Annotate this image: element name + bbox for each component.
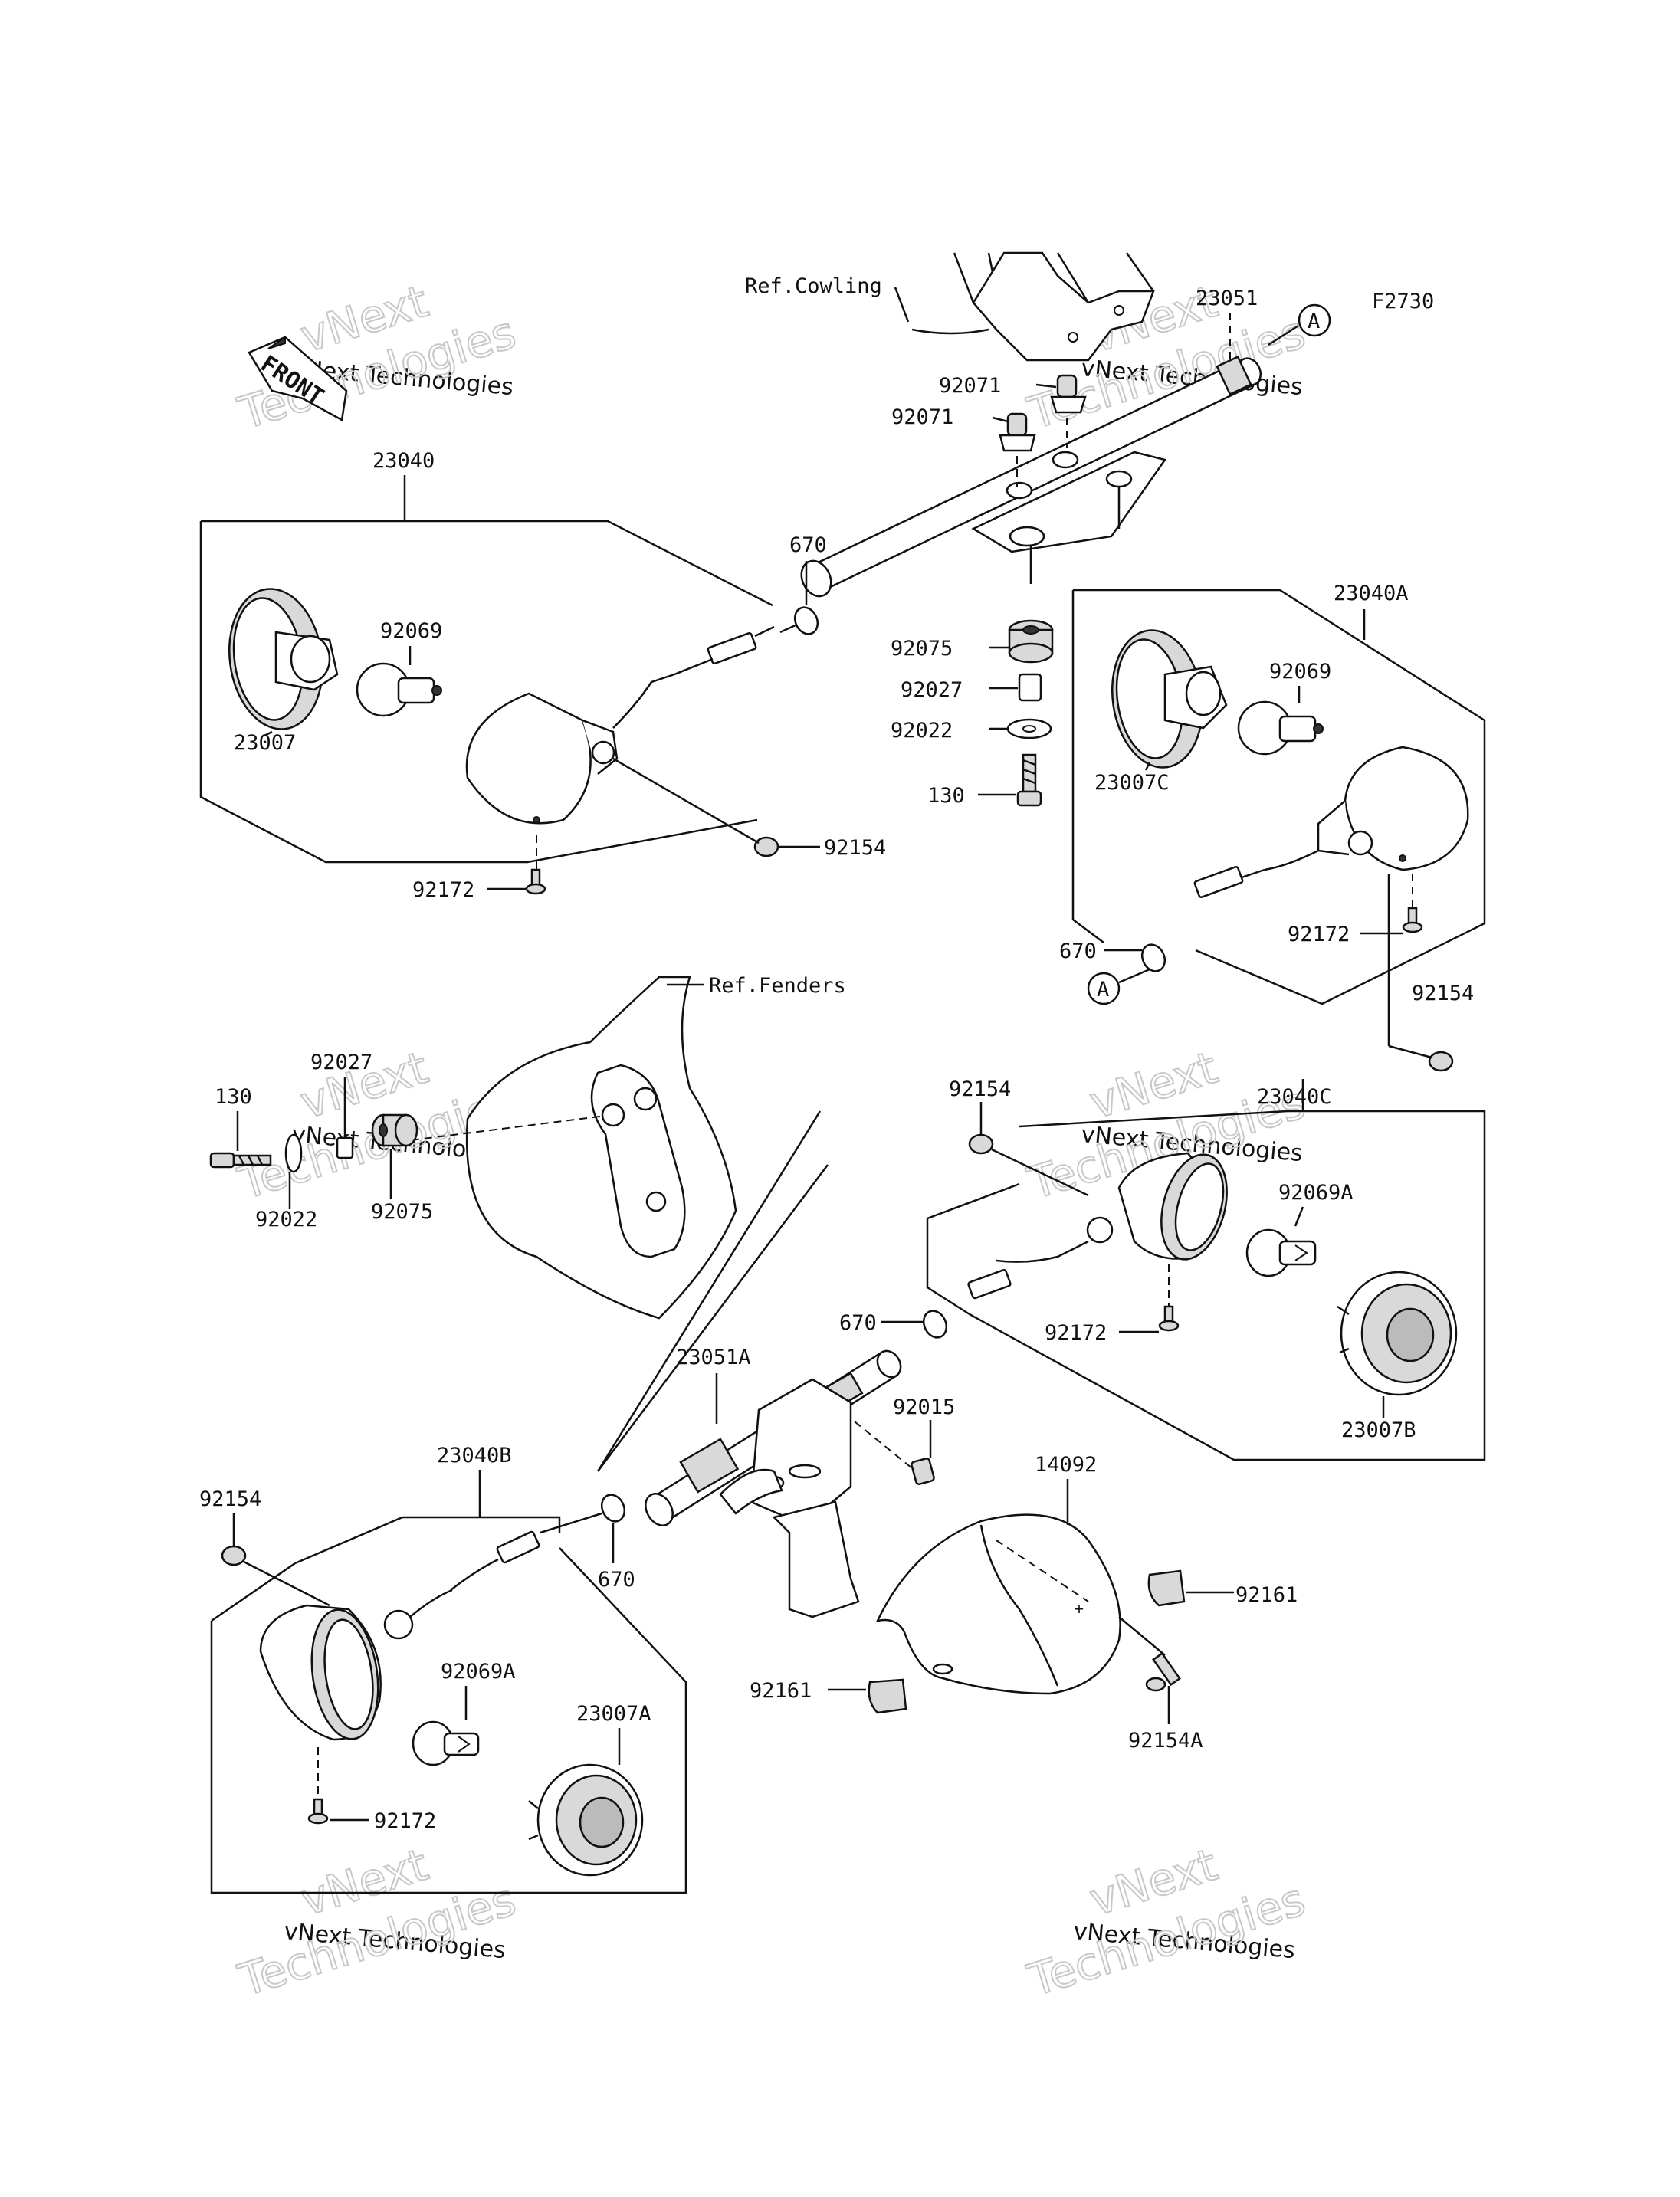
grommet-92071-a	[999, 412, 1036, 487]
screw-92154-right	[1428, 1051, 1454, 1072]
turn-signal-rim-23040B	[259, 1530, 540, 1741]
label-92172-mid: 92172	[1045, 1321, 1107, 1345]
grommet-92071-b	[1050, 374, 1087, 448]
label-23007C: 23007C	[1094, 771, 1170, 795]
label-130-top: 130	[927, 784, 965, 808]
label-670-mid: 670	[839, 1311, 877, 1335]
label-92154-right: 92154	[1412, 982, 1474, 1005]
watermark-bottom-right: vNext vNext Technologies Technologies	[1021, 1838, 1311, 2008]
label-92015: 92015	[893, 1395, 955, 1419]
label-23007B: 23007B	[1341, 1418, 1416, 1442]
screw-92172-right	[1402, 907, 1423, 933]
label-23040B: 23040B	[437, 1444, 512, 1467]
turn-signal-shell-right	[1193, 746, 1469, 899]
label-23007A: 23007A	[576, 1702, 651, 1726]
label-92154A: 92154A	[1128, 1729, 1203, 1753]
clamp-92015	[911, 1458, 935, 1485]
screw-92154-left	[753, 836, 779, 857]
label-23040A: 23040A	[1334, 582, 1409, 605]
bulb-92069-left	[356, 662, 442, 717]
svg-text:A: A	[1097, 978, 1109, 1002]
label-92154-mid: 92154	[949, 1077, 1011, 1101]
bolt-130-mid	[209, 1152, 272, 1169]
bolt-92154A	[1145, 1651, 1181, 1692]
oring-670-right	[1140, 943, 1166, 972]
label-92069-right: 92069	[1269, 660, 1331, 684]
turn-signal-rim-23040C	[967, 1152, 1228, 1300]
turn-signal-box-23040B	[210, 1516, 687, 1894]
label-670-lower: 670	[598, 1568, 635, 1592]
lens-23007A	[528, 1763, 644, 1877]
label-92027-mid: 92027	[310, 1051, 372, 1074]
label-130-mid: 130	[215, 1085, 252, 1109]
label-92161-left: 92161	[750, 1679, 812, 1703]
bulb-92069A-left	[412, 1720, 480, 1766]
damper-92075-mid	[371, 1113, 418, 1147]
screw-92154-lower	[221, 1545, 247, 1566]
cover-14092: +	[875, 1513, 1121, 1695]
label-92161-right: 92161	[1235, 1583, 1298, 1607]
oring-670-mid	[922, 1310, 948, 1339]
label-92154-lower: 92154	[199, 1487, 261, 1511]
lens-housing-23007	[228, 588, 339, 730]
label-92154-left: 92154	[824, 836, 886, 860]
callout-a-bottom: A	[1087, 968, 1150, 1005]
label-23040C: 23040C	[1257, 1085, 1332, 1109]
label-92069A-left: 92069A	[441, 1660, 516, 1684]
callout-a-top: A	[1268, 303, 1331, 346]
bulb-92069-right	[1237, 700, 1324, 756]
label-92027-top: 92027	[901, 678, 963, 702]
label-92071-b: 92071	[891, 405, 953, 429]
turn-signal-box-23040	[199, 520, 773, 864]
label-670-top: 670	[789, 533, 827, 557]
oring-670-top	[793, 606, 819, 635]
screw-92172-lower	[307, 1798, 329, 1825]
cowling-reference: Ref.Cowling	[745, 251, 1155, 362]
label-92069A-right: 92069A	[1278, 1181, 1354, 1205]
label-23007: 23007	[234, 731, 296, 755]
ref-cowling-label: Ref.Cowling	[745, 274, 882, 298]
label-92172-left: 92172	[412, 878, 474, 902]
label-92075-top: 92075	[891, 637, 953, 661]
damper-92075-top	[1008, 619, 1054, 664]
screw-92154-mid	[968, 1133, 994, 1155]
lens-23007B	[1337, 1271, 1458, 1396]
ref-fenders-label: Ref.Fenders	[709, 974, 846, 998]
figure-code: F2730	[1372, 290, 1434, 313]
svg-text:+: +	[1075, 1599, 1084, 1618]
label-92071-a: 92071	[939, 374, 1001, 398]
bulb-92069A-right	[1245, 1228, 1317, 1277]
label-92022-top: 92022	[891, 719, 953, 743]
rear-signal-stay-23051A	[596, 1110, 917, 1618]
label-14092: 14092	[1035, 1453, 1097, 1477]
screw-92172-mid	[1158, 1305, 1180, 1332]
label-23051A: 23051A	[676, 1346, 751, 1369]
turn-signal-box-23040A	[1071, 589, 1486, 1005]
collar-92027-top	[1018, 673, 1042, 702]
collar-92027-mid	[336, 1136, 354, 1159]
svg-text:A: A	[1308, 310, 1320, 333]
label-92172-lower: 92172	[374, 1809, 436, 1833]
bolt-130-top	[1016, 753, 1042, 807]
bumper-92161-right	[1147, 1569, 1186, 1607]
label-92172-right: 92172	[1288, 923, 1350, 946]
label-23051: 23051	[1196, 287, 1258, 310]
oring-670-lower	[600, 1494, 626, 1523]
front-turn-signal-stay-23051	[800, 355, 1262, 598]
label-92022-mid: 92022	[255, 1208, 317, 1231]
fenders-reference: Ref.Fenders	[398, 974, 846, 1320]
turn-signal-box-23040C	[926, 1110, 1486, 1461]
washer-92022-top	[1006, 718, 1052, 739]
washer-92022-mid	[284, 1133, 303, 1173]
label-670-right: 670	[1059, 939, 1097, 963]
watermark-bottom-left: vNext vNext Technologies Technologies	[231, 1838, 522, 2008]
bumper-92161-left	[868, 1678, 907, 1714]
turn-signal-shell-left	[465, 625, 775, 825]
screw-92172-left	[525, 868, 546, 895]
label-92069-left: 92069	[380, 619, 442, 643]
label-23040: 23040	[372, 449, 435, 473]
lens-housing-23007C	[1111, 629, 1228, 769]
label-92075-mid: 92075	[371, 1200, 433, 1224]
